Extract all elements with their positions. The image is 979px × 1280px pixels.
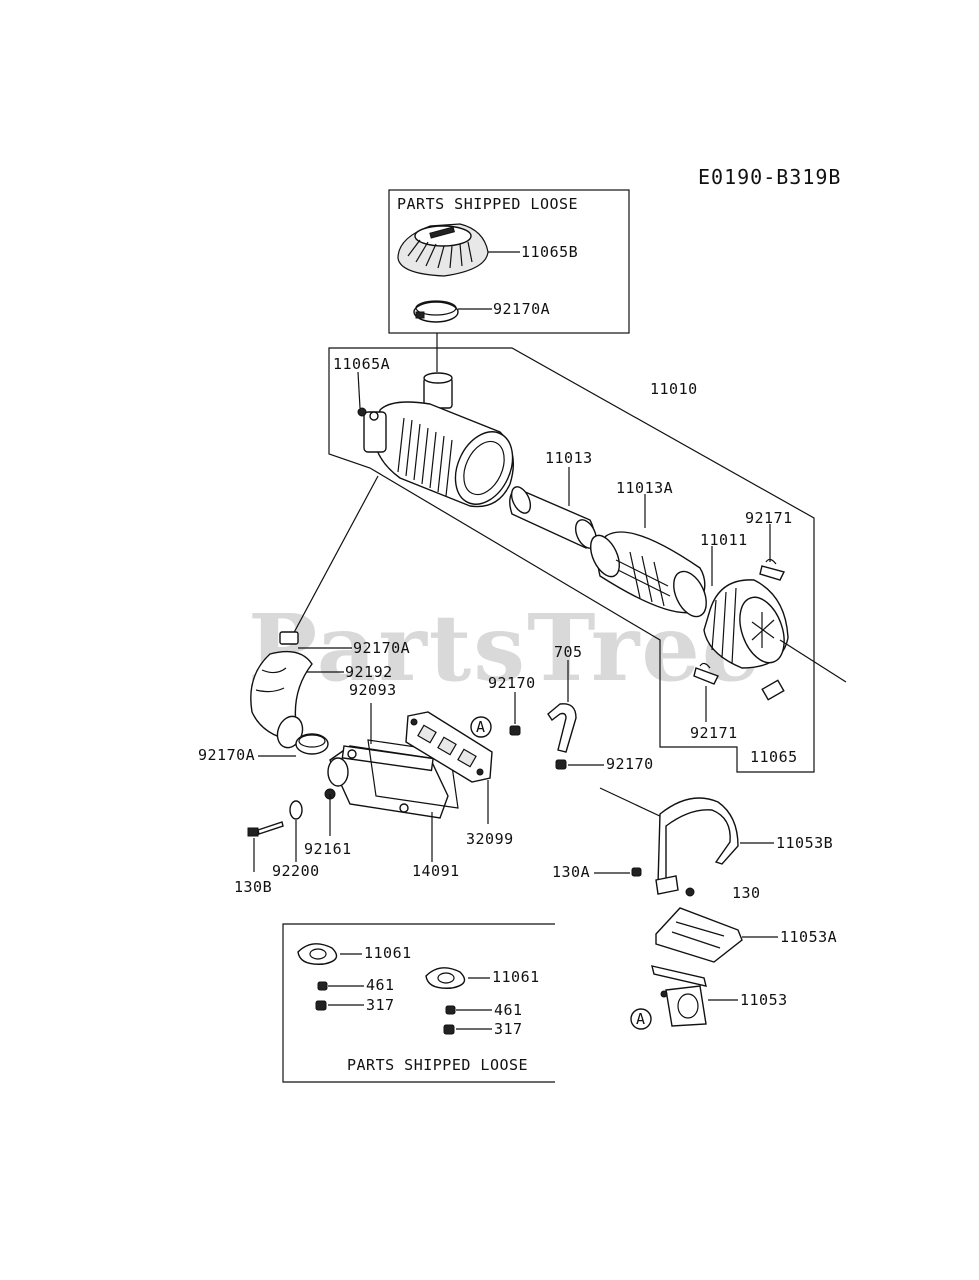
callout-A-manifold: A [470,716,492,738]
bottom-loose-parts-box: PARTS SHIPPED LOOSE 11061 461 317 11061 … [282,923,555,1083]
label-92170-b: 92170 [606,755,654,773]
bottom-loose-box-title: PARTS SHIPPED LOOSE [347,1056,528,1074]
callout-A-letter: A [476,718,486,736]
cover-clip-bottom-part [693,662,719,685]
label-11011: 11011 [700,531,748,549]
label-11053B: 11053B [776,834,833,852]
label-92200: 92200 [272,862,320,880]
nut-92170-b-part [555,759,567,770]
gasket-11061-b-part [425,967,466,989]
manifold-plate-part [405,711,493,783]
air-cleaner-cover-part [703,579,789,701]
label-92170A-left: 92170A [198,746,255,764]
air-cleaner-cap-part [397,223,489,277]
air-cleaner-body-part [357,372,514,508]
label-11010: 11010 [650,380,698,398]
nut-461-a-part [317,981,328,991]
label-92171-bottom: 92171 [690,724,738,742]
clamp-92170A-left-part [295,733,329,755]
nut-461-b-part [445,1005,456,1015]
air-cleaner-assembly-outline [328,347,815,773]
outer-filter-element-part [589,531,707,618]
mounting-band-part [655,797,739,895]
label-92192: 92192 [345,663,393,681]
label-130A: 130A [552,863,590,881]
nut-317-b-part [443,1024,455,1035]
inner-filter-element-part [509,486,598,549]
label-130B: 130B [234,878,272,896]
silencer-part [327,745,449,819]
label-11061-b: 11061 [492,968,540,986]
label-11053A: 11053A [780,928,837,946]
top-loose-parts-box: PARTS SHIPPED LOOSE 11065B 92170A [388,189,630,334]
label-11013: 11013 [545,449,593,467]
label-11065A: 11065A [333,355,390,373]
label-14091: 14091 [412,862,460,880]
label-92093: 92093 [349,681,397,699]
label-317-a: 317 [366,996,395,1014]
label-11053: 11053 [740,991,788,1009]
label-11013A: 11013A [616,479,673,497]
diagram-code: E0190-B319B [698,165,841,189]
bolt-130A-part [631,867,642,877]
cover-clip-top-part [759,558,786,581]
label-461-a: 461 [366,976,395,994]
nut-92170-a-part [509,692,521,736]
bracket-11053A-part [655,887,743,963]
bolt-92161-part [324,788,336,836]
callout-A-letter-2: A [636,1010,646,1028]
hose-clamp-part [413,300,459,323]
bolt-130B-part [247,821,284,872]
label-92170-a: 92170 [488,674,536,692]
callout-A-bracket: A [630,1008,652,1030]
label-461-b: 461 [494,1001,523,1019]
bracket-11053-part [651,965,707,1027]
label-92161: 92161 [304,840,352,858]
label-11065B: 11065B [521,243,578,261]
label-92170A-top: 92170A [493,300,550,318]
gasket-11061-a-part [297,943,338,965]
washer-92200-part [289,800,303,862]
label-92170A-hose: 92170A [353,639,410,657]
label-705: 705 [554,643,583,661]
label-11065: 11065 [750,748,798,766]
nut-317-a-part [315,1000,327,1011]
elbow-705-part [547,703,577,753]
clamp-92170A-hose-part [279,631,299,645]
intake-hose-part [250,650,313,749]
label-11061-a: 11061 [364,944,412,962]
label-32099: 32099 [466,830,514,848]
top-loose-box-title: PARTS SHIPPED LOOSE [397,195,578,213]
label-92171-top: 92171 [745,509,793,527]
label-317-b: 317 [494,1020,523,1038]
label-130: 130 [732,884,761,902]
